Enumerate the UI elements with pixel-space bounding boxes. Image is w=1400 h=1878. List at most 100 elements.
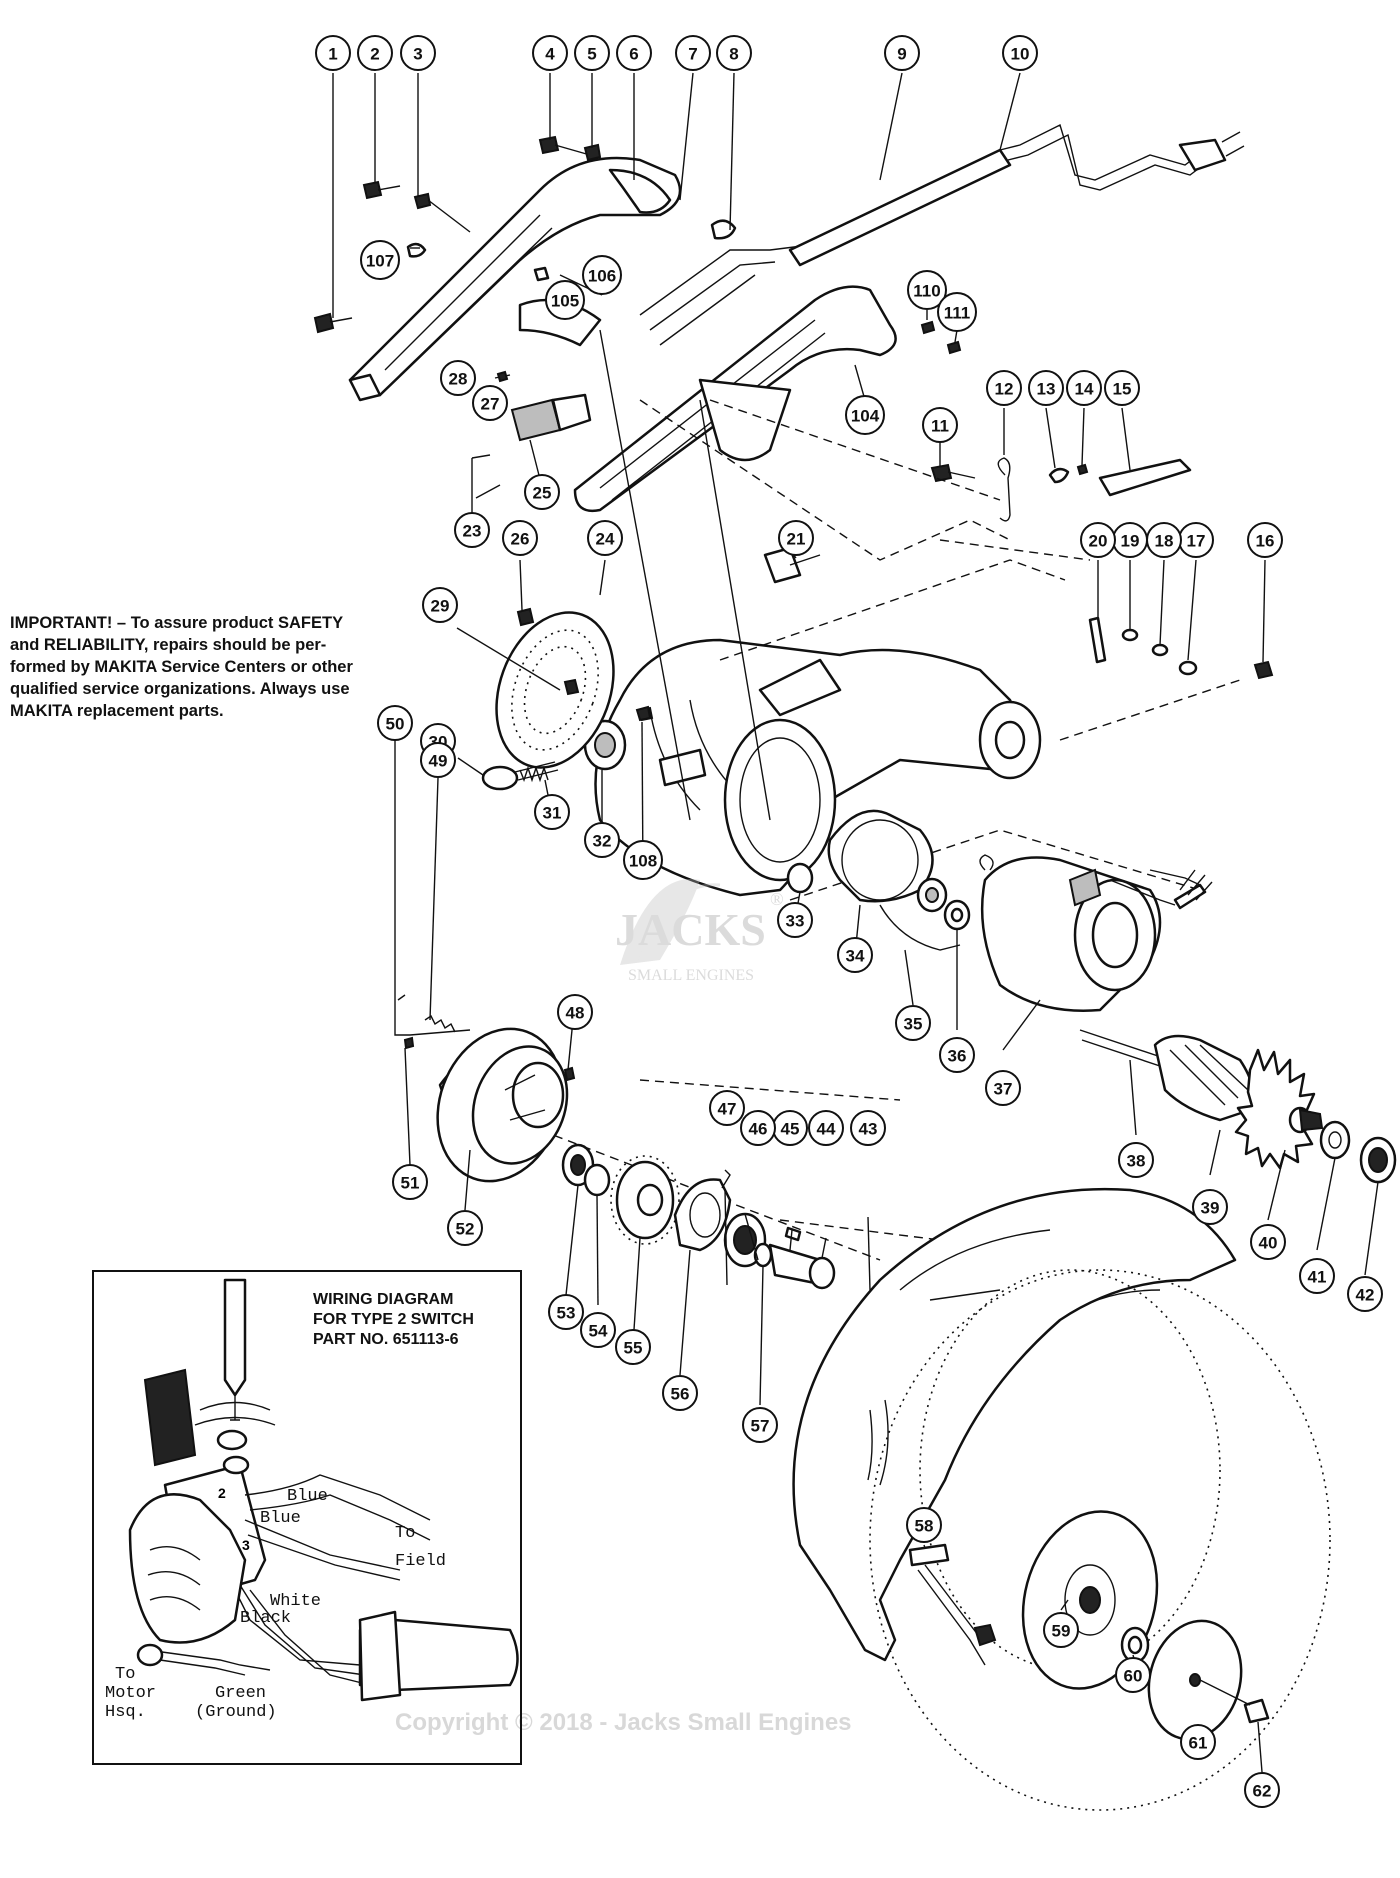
callout-42: 42: [1347, 1276, 1383, 1312]
callout-number: 47: [718, 1100, 737, 1119]
callout-39: 39: [1192, 1189, 1228, 1225]
callout-40: 40: [1250, 1224, 1286, 1260]
callout-number: 1: [328, 45, 337, 64]
callout-56: 56: [662, 1375, 698, 1411]
callout-number: 52: [456, 1220, 475, 1239]
callout-47: 47: [709, 1090, 745, 1126]
gear-housing: [394, 994, 576, 1183]
callout-number: 54: [589, 1322, 608, 1341]
callout-number: 4: [545, 45, 555, 64]
callout-number: 12: [995, 380, 1014, 399]
callout-number: 107: [366, 252, 394, 271]
callout-number: 46: [749, 1120, 768, 1139]
callout-number: 19: [1121, 532, 1140, 551]
callout-36: 36: [939, 1037, 975, 1073]
callout-11: 11: [922, 407, 958, 443]
callout-28: 28: [440, 360, 476, 396]
callout-46: 46: [740, 1110, 776, 1146]
callout-number: 7: [688, 45, 697, 64]
callout-2: 2: [357, 35, 393, 71]
callout-number: 45: [781, 1120, 800, 1139]
callout-number: 38: [1127, 1152, 1146, 1171]
bearing-retainer: [827, 809, 994, 951]
callout-21: 21: [778, 520, 814, 556]
callout-9: 9: [884, 35, 920, 71]
callout-35: 35: [895, 1005, 931, 1041]
callout-32: 32: [584, 822, 620, 858]
callout-45: 45: [772, 1110, 808, 1146]
wiring-drawing: 2 3 Blue Blue To Field White Black To Mo…: [105, 1278, 519, 1722]
callout-number: 35: [904, 1015, 923, 1034]
callout-6: 6: [616, 35, 652, 71]
callout-34: 34: [837, 937, 873, 973]
callout-111: 111: [937, 292, 977, 332]
callout-25: 25: [524, 474, 560, 510]
callout-number: 61: [1189, 1734, 1208, 1753]
callout-number: 25: [533, 484, 552, 503]
callout-number: 20: [1089, 532, 1108, 551]
callout-23: 23: [454, 512, 490, 548]
callout-number: 23: [463, 522, 482, 541]
callout-38: 38: [1118, 1142, 1154, 1178]
callout-108: 108: [623, 840, 663, 880]
label-blue-1: Blue: [287, 1487, 328, 1506]
watermark-registered: ®: [770, 889, 784, 909]
callout-44: 44: [808, 1110, 844, 1146]
callout-number: 43: [859, 1120, 878, 1139]
blade-guard: [792, 1187, 1331, 1811]
callout-24: 24: [587, 520, 623, 556]
callout-number: 14: [1075, 380, 1094, 399]
callout-number: 3: [413, 45, 422, 64]
armature: [1079, 1029, 1397, 1184]
label-black: Black: [240, 1609, 291, 1628]
bolt-26: [516, 607, 535, 627]
terminal-3: 3: [242, 1537, 250, 1553]
callout-number: 108: [629, 852, 657, 871]
callout-18: 18: [1146, 522, 1182, 558]
callout-13: 13: [1028, 370, 1064, 406]
callout-55: 55: [615, 1329, 651, 1365]
label-hsg: Hsq.: [105, 1703, 146, 1722]
depth-stop-parts: [930, 457, 1192, 522]
label-to: To: [395, 1524, 415, 1543]
callout-number: 2: [370, 45, 379, 64]
callout-49: 49: [420, 742, 456, 778]
callout-60: 60: [1115, 1657, 1151, 1693]
callout-54: 54: [580, 1312, 616, 1348]
callout-number: 104: [851, 407, 880, 426]
fan-cover: [495, 611, 615, 769]
handle-assembly: [313, 124, 1245, 513]
callout-110: 110: [907, 270, 947, 310]
callout-62: 62: [1244, 1772, 1280, 1808]
callout-number: 16: [1256, 532, 1275, 551]
callout-number: 31: [543, 804, 562, 823]
callout-number: 17: [1187, 532, 1206, 551]
callout-number: 40: [1259, 1234, 1278, 1253]
callout-number: 8: [729, 45, 738, 64]
callout-27: 27: [472, 385, 508, 421]
field-coil: [980, 856, 1213, 1012]
callout-58: 58: [906, 1507, 942, 1543]
callout-number: 105: [551, 292, 579, 311]
callout-53: 53: [548, 1294, 584, 1330]
callout-33: 33: [777, 902, 813, 938]
callout-number: 6: [629, 45, 638, 64]
callout-number: 51: [401, 1174, 420, 1193]
callout-50: 50: [377, 705, 413, 741]
callout-number: 49: [429, 752, 448, 771]
callout-57: 57: [742, 1407, 778, 1443]
callout-number: 34: [846, 947, 865, 966]
blade-flanges: [1021, 1510, 1270, 1741]
watermark-brand: JACKS: [615, 904, 766, 955]
callout-number: 57: [751, 1417, 770, 1436]
label-field: Field: [395, 1552, 446, 1571]
callout-number: 9: [897, 45, 906, 64]
label-to-motor: To: [115, 1665, 135, 1684]
callout-52: 52: [447, 1210, 483, 1246]
callout-number: 10: [1011, 45, 1030, 64]
bolt-21: [763, 546, 802, 584]
callout-20: 20: [1080, 522, 1116, 558]
callout-number: 21: [787, 530, 806, 549]
